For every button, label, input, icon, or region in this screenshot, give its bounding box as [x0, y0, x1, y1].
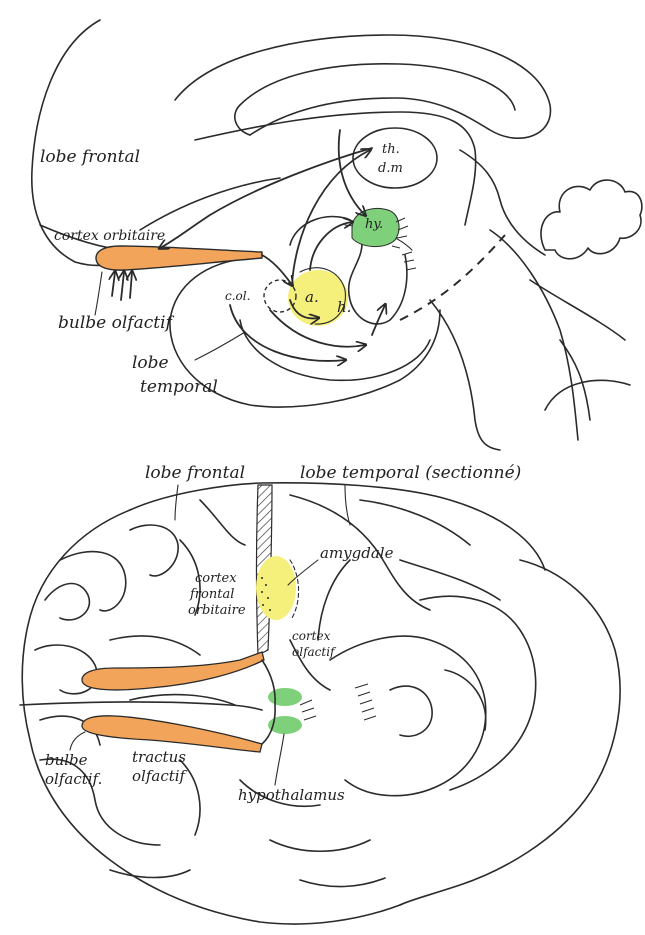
inner-temporal-curve — [290, 560, 350, 690]
fornix-curve — [195, 112, 476, 225]
leader-temporal-lobe — [195, 332, 245, 360]
brainstem-front — [430, 300, 500, 450]
olfactory-receptor-arrows — [112, 272, 132, 300]
label-tract-1: tractus — [132, 748, 186, 766]
thalamus-outline — [353, 128, 437, 188]
label-temporal-lobe-line1: lobe — [132, 353, 169, 373]
corpus-callosum-inner — [235, 64, 515, 135]
label-a: a. — [305, 288, 319, 306]
label-frontal-lobe-ventral: lobe frontal — [145, 463, 245, 483]
amygdala-to-hypothalamus-arrow — [310, 222, 352, 270]
label-h: h. — [337, 298, 351, 316]
label-ventral-bulb-2: olfactif. — [45, 770, 102, 788]
cortex-to-hypothalamus-arrow — [339, 130, 365, 215]
label-temporal-lobe-line2: temporal — [140, 377, 218, 397]
leader-ventral-bulb — [70, 732, 85, 750]
ventral-amygdala-shape — [256, 556, 296, 620]
label-hy: hy. — [365, 217, 383, 232]
dashed-projection — [400, 235, 505, 320]
label-olfactory-cortex-1: cortex — [292, 629, 331, 643]
label-orbitofrontal-1: cortex — [195, 571, 237, 586]
label-th: th. — [382, 142, 400, 157]
sagittal-view: lobe frontal cortex orbitaire bulbe olfa… — [32, 20, 642, 450]
hypothalamus-blob-upper — [268, 688, 302, 706]
midbrain-outline — [330, 636, 486, 796]
label-c-ol: c.ol. — [225, 289, 250, 303]
frontal-inner-curve — [140, 178, 280, 230]
label-frontal-lobe-sagittal: lobe frontal — [40, 147, 140, 167]
ventral-view: lobe frontal lobe temporal (sectionné) a… — [20, 463, 620, 924]
leader-hypothalamus — [275, 734, 284, 785]
leader-frontal-ventral — [175, 485, 178, 520]
label-tract-2: olfactif — [132, 767, 188, 785]
olfactory-tract-upper — [82, 652, 264, 690]
temporal-inner-curve — [240, 320, 430, 380]
olfactory-tract-lower — [82, 716, 262, 752]
midline-fissure — [20, 702, 262, 710]
cerebellum-outline — [541, 180, 642, 259]
brainstem-lines — [530, 280, 630, 420]
cerebellum-right — [400, 560, 620, 905]
label-amygdala: amygdale — [320, 544, 394, 562]
olfactory-bulb-shape — [96, 246, 262, 270]
label-orbitofrontal-2: frontal — [189, 587, 234, 602]
label-olfactory-bulb-sagittal: bulbe olfactif — [58, 313, 175, 333]
label-orbital-cortex: cortex orbitaire — [54, 228, 165, 244]
label-olfactory-cortex-2: olfactif — [292, 645, 337, 659]
medulla-lines — [390, 670, 486, 736]
brainstem-back — [490, 230, 578, 440]
ventral-hatching — [300, 684, 376, 720]
hippocampus-up-arrow — [372, 305, 385, 335]
label-temporal-lobe-ventral: lobe temporal (sectionné) — [300, 463, 521, 483]
label-orbitofrontal-3: orbitaire — [188, 603, 246, 618]
label-hypothalamus: hypothalamus — [238, 786, 345, 804]
label-ventral-bulb-1: bulbe — [45, 751, 88, 769]
label-dm: d.m — [378, 161, 403, 176]
leader-olfactory-bulb — [95, 272, 102, 315]
frontal-gyri — [35, 525, 178, 745]
